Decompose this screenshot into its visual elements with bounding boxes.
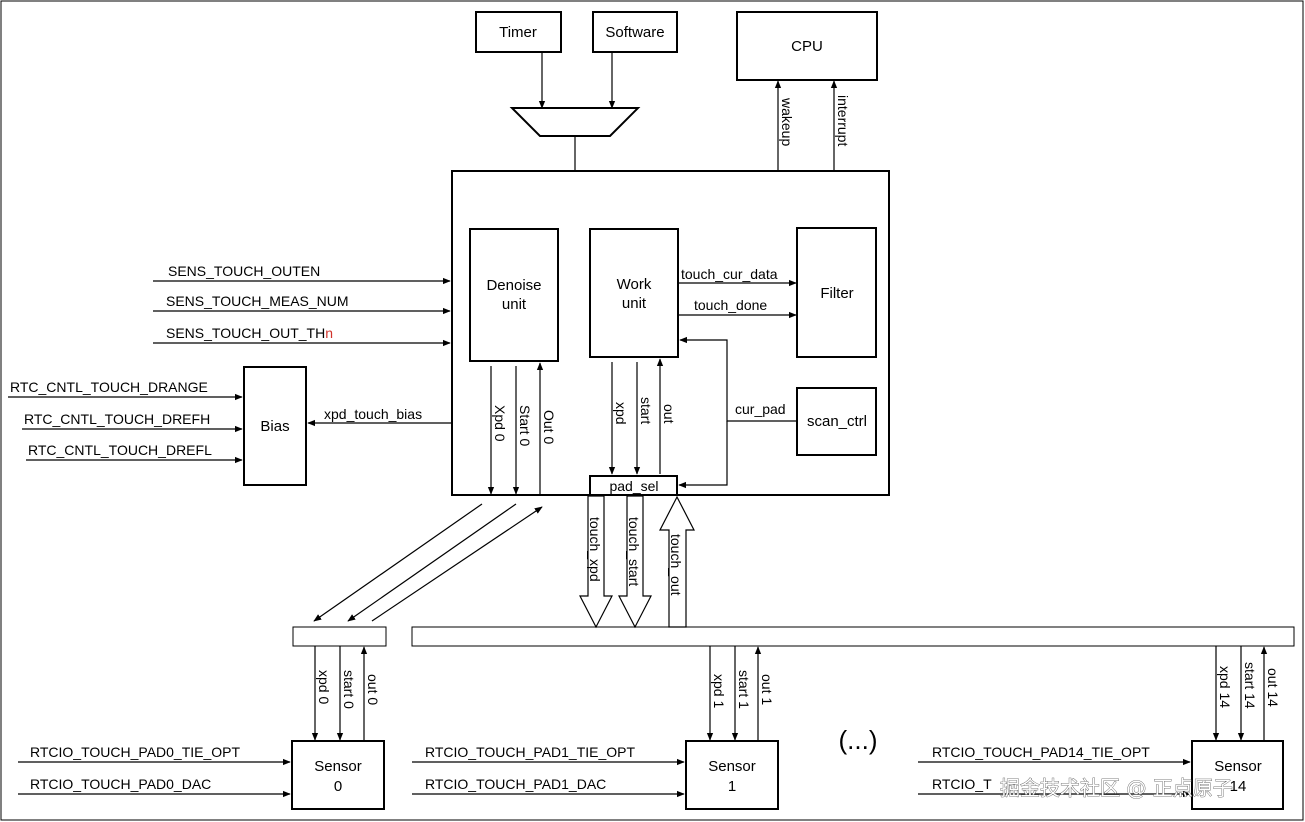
touch-start-bus-arrow bbox=[618, 495, 652, 629]
reg-out-th-suffix: n bbox=[325, 325, 333, 341]
s1-xpd-label: xpd 1 bbox=[711, 674, 727, 708]
trigger-mux bbox=[509, 107, 641, 137]
s1-start-label: start 1 bbox=[736, 670, 752, 709]
diag-out0-arrow bbox=[371, 506, 543, 622]
sensor14-label-line1: Sensor bbox=[1214, 758, 1262, 775]
pad0-tie-label: RTCIO_TOUCH_PAD0_TIE_OPT bbox=[30, 744, 241, 760]
touch-out-label: touch_out bbox=[668, 534, 684, 596]
touch-xpd-bus-arrow bbox=[579, 495, 613, 629]
start-label: start bbox=[638, 397, 654, 424]
pad0-dac-label: RTCIO_TOUCH_PAD0_DAC bbox=[30, 776, 211, 792]
touch-out-bus-arrow bbox=[659, 495, 695, 628]
scan-ctrl-block: scan_ctrl bbox=[796, 387, 877, 456]
denoise-label-line1: Denoise bbox=[486, 277, 541, 294]
s0-xpd-label: xpd 0 bbox=[316, 670, 332, 704]
pad-sel-block: pad_sel bbox=[589, 475, 678, 496]
bias-label: Bias bbox=[260, 418, 289, 435]
reg-out-th-label: SENS_TOUCH_OUT_THn bbox=[166, 325, 333, 341]
touch-start-label: touch_start bbox=[626, 517, 642, 586]
reg-out-th-prefix: SENS_TOUCH_OUT_TH bbox=[166, 325, 325, 341]
sensor14-label-line2: 14 bbox=[1230, 778, 1247, 795]
watermark-text: 掘金技术社区 @ 正点原子 bbox=[1000, 776, 1233, 800]
pad14-dac-label: RTCIO_T bbox=[932, 776, 992, 792]
diag-start0-arrow bbox=[347, 503, 517, 622]
sensor-14-block: Sensor 14 bbox=[1191, 740, 1284, 810]
timer-block: Timer bbox=[475, 11, 562, 53]
s14-start-label: start 14 bbox=[1242, 662, 1258, 709]
more-sensors-ellipsis: (...) bbox=[839, 725, 878, 755]
reg-outen-label: SENS_TOUCH_OUTEN bbox=[168, 263, 320, 279]
pad14-tie-label: RTCIO_TOUCH_PAD14_TIE_OPT bbox=[932, 744, 1150, 760]
pad-sel-label: pad_sel bbox=[609, 478, 658, 494]
reg-drefh-label: RTC_CNTL_TOUCH_DREFH bbox=[24, 411, 210, 427]
timer-label: Timer bbox=[499, 24, 537, 41]
touch-xpd-label: touch_xpd bbox=[587, 517, 603, 582]
diag-xpd0-arrow bbox=[313, 503, 483, 622]
shared-sensor-bus bbox=[411, 626, 1295, 647]
sensor1-label-line2: 1 bbox=[728, 778, 736, 795]
sensor-1-block: Sensor 1 bbox=[685, 740, 779, 810]
pad1-tie-label: RTCIO_TOUCH_PAD1_TIE_OPT bbox=[425, 744, 636, 760]
s14-xpd-label: xpd 14 bbox=[1217, 666, 1233, 708]
pad1-dac-label: RTCIO_TOUCH_PAD1_DAC bbox=[425, 776, 606, 792]
interrupt-label: interrupt bbox=[835, 95, 851, 146]
sensor1-label-line1: Sensor bbox=[708, 758, 756, 775]
cur-pad-label: cur_pad bbox=[735, 401, 786, 417]
denoise-unit: Denoise unit bbox=[469, 228, 559, 362]
sensor0-label-line2: 0 bbox=[334, 778, 342, 795]
software-block: Software bbox=[592, 11, 678, 53]
s1-out-label: out 1 bbox=[759, 674, 775, 705]
s0-out-label: out 0 bbox=[365, 674, 381, 705]
sensor-0-block: Sensor 0 bbox=[291, 740, 385, 810]
scan-ctrl-label: scan_ctrl bbox=[807, 413, 867, 430]
out-label: out bbox=[661, 404, 677, 424]
start0-label: Start 0 bbox=[517, 405, 533, 446]
cur-pad-to-padsel-arrow bbox=[678, 421, 728, 489]
bias-block: Bias bbox=[243, 366, 307, 486]
software-label: Software bbox=[605, 24, 664, 41]
sensor0-label-line1: Sensor bbox=[314, 758, 362, 775]
wakeup-label: wakeup bbox=[779, 97, 795, 146]
work-unit: Work unit bbox=[589, 228, 679, 358]
filter-label: Filter bbox=[820, 285, 853, 302]
work-label-line1: Work bbox=[617, 276, 652, 293]
cpu-label: CPU bbox=[791, 38, 823, 55]
cpu-block: CPU bbox=[736, 11, 878, 81]
work-label-line2: unit bbox=[622, 295, 647, 312]
touch-done-label: touch_done bbox=[694, 297, 767, 313]
xpd-touch-bias-label: xpd_touch_bias bbox=[324, 406, 422, 422]
s0-start-label: start 0 bbox=[341, 670, 357, 709]
xpd-label: xpd bbox=[613, 402, 629, 425]
xpd0-label: Xpd 0 bbox=[492, 405, 508, 442]
sensor0-bus bbox=[292, 626, 387, 647]
filter-block: Filter bbox=[796, 227, 877, 358]
reg-drefl-label: RTC_CNTL_TOUCH_DREFL bbox=[28, 442, 212, 458]
out0-label: Out 0 bbox=[541, 410, 557, 444]
reg-meas-num-label: SENS_TOUCH_MEAS_NUM bbox=[166, 293, 349, 309]
reg-drange-label: RTC_CNTL_TOUCH_DRANGE bbox=[10, 379, 208, 395]
cur-pad-to-work-arrow bbox=[679, 336, 796, 422]
denoise-label-line2: unit bbox=[502, 296, 527, 313]
touch-cur-data-label: touch_cur_data bbox=[681, 266, 778, 282]
s14-out-label: out 14 bbox=[1265, 668, 1281, 707]
